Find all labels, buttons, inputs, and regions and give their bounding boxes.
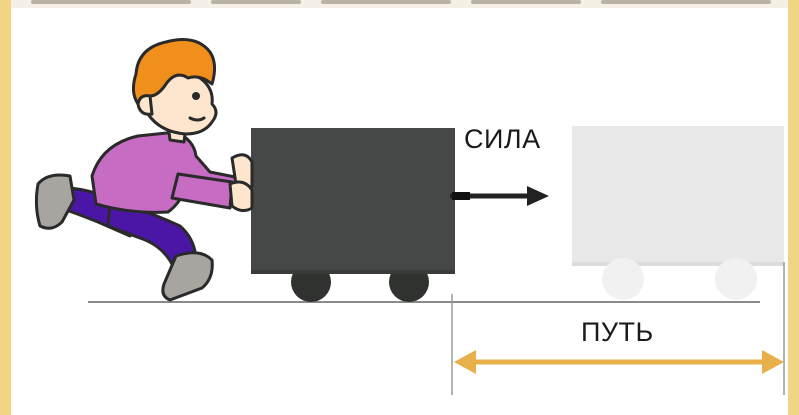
top-strip xyxy=(11,0,788,8)
ghost-cart-icon xyxy=(572,126,784,300)
cart-icon xyxy=(251,128,455,302)
path-label: ПУТЬ xyxy=(581,317,654,347)
force-arrow-icon xyxy=(450,186,549,206)
left-border xyxy=(0,0,11,415)
path-dimension xyxy=(451,262,785,395)
running-boy-illustration xyxy=(34,38,254,302)
right-border xyxy=(788,0,799,415)
force-label: СИЛА xyxy=(464,124,541,154)
